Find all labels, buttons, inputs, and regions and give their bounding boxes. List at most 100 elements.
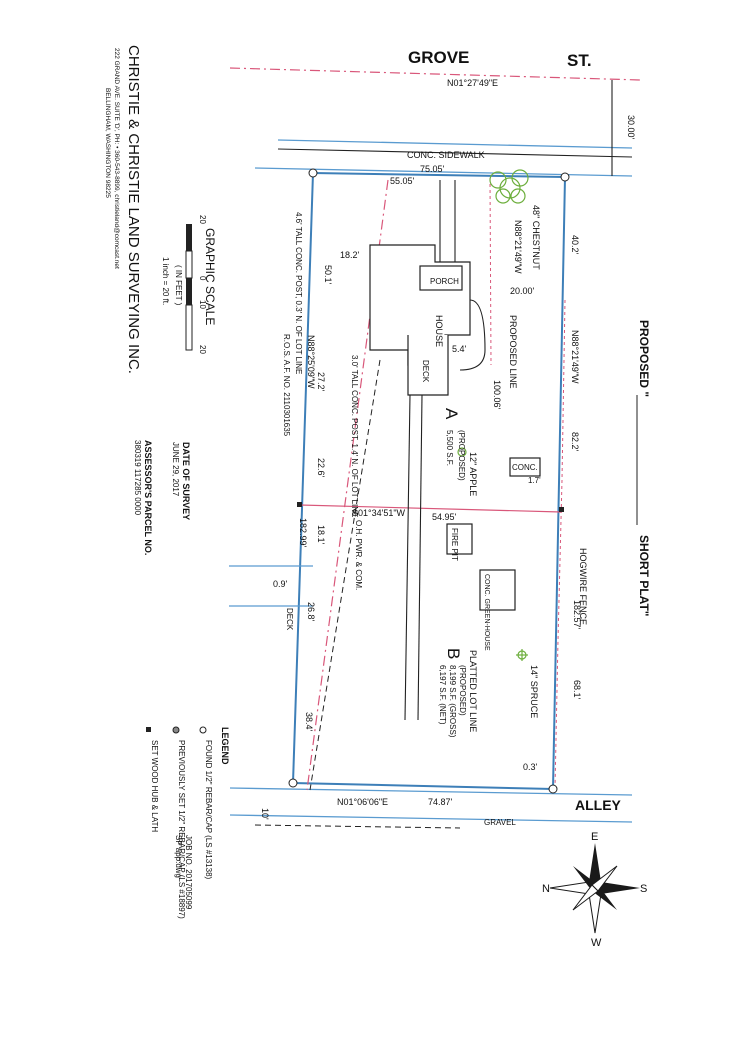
- scale-ratio: 1 inch = 20 ft.: [161, 257, 170, 305]
- legend-item2: PREVIOUSLY SET 1/2" REBAR/CAP (LS #18897…: [177, 740, 186, 919]
- label-deck-west: DECK: [285, 608, 294, 631]
- label-greenhouse: CONC. GREEN-HOUSE: [483, 574, 490, 651]
- dim-west-seg4: 18.1': [316, 525, 326, 545]
- label-spruce: 14" SPRUCE: [529, 665, 539, 718]
- dim-1-7: 1.7': [528, 476, 541, 485]
- deck-house-group: DECK: [421, 360, 430, 383]
- scale-t20n-group: 20: [198, 215, 207, 224]
- legend-hub-symbol: [146, 727, 151, 732]
- west-seg6-group: 38.4': [304, 712, 314, 732]
- scale-tick-0: 0: [198, 276, 207, 281]
- dim-18-2: 18.2': [340, 250, 360, 260]
- company-city: BELLINGHAM, WASHINGTON 98225: [104, 88, 111, 198]
- scale-title-group: GRAPHIC SCALE: [203, 228, 217, 325]
- hub-east: [559, 507, 564, 512]
- dim-south-total: 74.87': [428, 797, 453, 807]
- alley-line-north: [229, 787, 633, 796]
- legend-title-group: LEGEND: [220, 727, 230, 765]
- company-name: CHRISTIE & CHRISTIE LAND SURVEYING INC.: [125, 45, 142, 374]
- grove-row-line: [254, 167, 633, 177]
- title-short-plat: SHORT PLAT": [637, 535, 651, 616]
- file-group: SP app.dwg: [174, 835, 183, 878]
- bearing-inner-group: N88°21'49"W: [513, 220, 523, 274]
- label-platted: PLATTED LOT LINE: [468, 650, 478, 732]
- scale-bar: [185, 224, 193, 351]
- note-ohp: O.H. PWR. & COM.: [354, 520, 363, 590]
- spruce-tree: [516, 649, 528, 661]
- gravel-edge: [254, 824, 461, 829]
- monument-ne: [560, 172, 570, 182]
- hogwire-fence-line: [554, 299, 566, 790]
- scale-tick-20n: 20: [198, 215, 207, 224]
- west-seg4-group: 18.1': [316, 525, 326, 545]
- dim-west-seg1: 50.1': [323, 265, 333, 285]
- dim-east-seg1: 40.2': [570, 235, 580, 255]
- date-label: DATE OF SURVEY: [181, 442, 191, 520]
- dim-row-width-group: 30.00': [626, 115, 636, 140]
- note-ros: R.O.S. A.F. NO. 2110301635: [282, 334, 291, 437]
- scale-tick-10: 10: [198, 300, 207, 309]
- chestnut-label-group: 48" CHESTNUT: [531, 205, 541, 270]
- proposed-line-group: PROPOSED LINE: [508, 315, 518, 389]
- driveway-line-2: [417, 394, 423, 721]
- bearing-north-inner: N88°21'49"W: [513, 220, 523, 274]
- west-seg5-group: 26.8': [306, 602, 316, 622]
- lot-a-area: 5,500 S.F.: [445, 430, 454, 466]
- dim-north-total: 75.05': [420, 164, 445, 174]
- dim-west-seg6: 38.4': [304, 712, 314, 732]
- parcel-value: 380319 117285 0000: [133, 440, 142, 516]
- scale-unit-group: ( IN FEET ): [174, 265, 183, 306]
- ohp-group: O.H. PWR. & COM.: [354, 520, 363, 590]
- street-alley: ALLEY: [575, 797, 622, 813]
- note-post1: 4.6' TALL CONC. POST, 0.3' N. OF LOT LIN…: [294, 212, 303, 374]
- scale-title: GRAPHIC SCALE: [203, 228, 217, 325]
- spruce-group: 14" SPRUCE: [529, 665, 539, 718]
- apple-tree: [457, 447, 467, 457]
- west-seg1-group: 50.1': [323, 265, 333, 285]
- ros-group: R.O.S. A.F. NO. 2110301635: [282, 334, 291, 437]
- lot-a-area-group: 5,500 S.F.: [445, 430, 454, 466]
- date-group: JUNE 29, 2017: [171, 442, 180, 497]
- greenhouse-group: CONC. GREEN-HOUSE: [483, 574, 490, 651]
- label-house: HOUSE: [434, 315, 444, 347]
- job-group: JOB NO. 201705099: [184, 835, 193, 910]
- legend-set-symbol: [172, 726, 180, 734]
- east-seg4-group: 68.1': [572, 680, 582, 700]
- dim-0-9: 0.9': [273, 579, 288, 589]
- bearing-east-line: N88°21'49"W: [570, 330, 580, 384]
- legend-item3: SET WOOD HUB & LATH: [150, 740, 159, 832]
- power-line: [309, 359, 381, 791]
- scale-t20-group: 20: [198, 345, 207, 354]
- dim-row-width: 30.00': [626, 115, 636, 140]
- scale-tick-20: 20: [198, 345, 207, 354]
- dim-alley-width: 10': [260, 808, 270, 820]
- compass-north: N: [542, 883, 550, 895]
- platted-group: PLATTED LOT LINE: [468, 650, 478, 732]
- date-label-group: DATE OF SURVEY: [181, 442, 191, 520]
- label-porch: PORCH: [430, 277, 459, 286]
- deck-west-group: DECK: [285, 608, 294, 631]
- proposed-title-group: PROPOSED ": [637, 320, 651, 397]
- dim-div-width: 54.95': [432, 512, 457, 522]
- dim-west-seg3: 22.6': [316, 458, 326, 478]
- grove-centerline: [229, 67, 641, 81]
- compass-south: S: [640, 883, 647, 895]
- label-gravel: GRAVEL: [484, 818, 516, 827]
- proposed-division-line: [299, 504, 562, 513]
- label-sidewalk: CONC. SIDEWALK: [407, 150, 485, 160]
- legend-found-symbol: [199, 726, 207, 734]
- hub-west: [297, 502, 302, 507]
- apple-label-group: 12" APPLE: [468, 452, 478, 496]
- company-group: CHRISTIE & CHRISTIE LAND SURVEYING INC.: [125, 45, 142, 374]
- dim-east-seg3: 182.57': [572, 600, 582, 630]
- dim-east-seg4: 68.1': [572, 680, 582, 700]
- legend-title: LEGEND: [220, 727, 230, 765]
- compass-east: E: [591, 831, 598, 843]
- dim-east-seg2: 82.2': [570, 432, 580, 452]
- company-address: 222 GRAND AVE. SUITE 'D', PH: • 360-543-…: [113, 48, 120, 269]
- proposed-line: [489, 177, 492, 366]
- fire-pit-group: FIRE PIT: [450, 528, 459, 561]
- parcel-label: ASSESSOR'S PARCEL NO.: [143, 440, 153, 555]
- bearing-west-group: N88°25'09"W: [306, 335, 316, 389]
- greenhouse-box: [479, 569, 516, 611]
